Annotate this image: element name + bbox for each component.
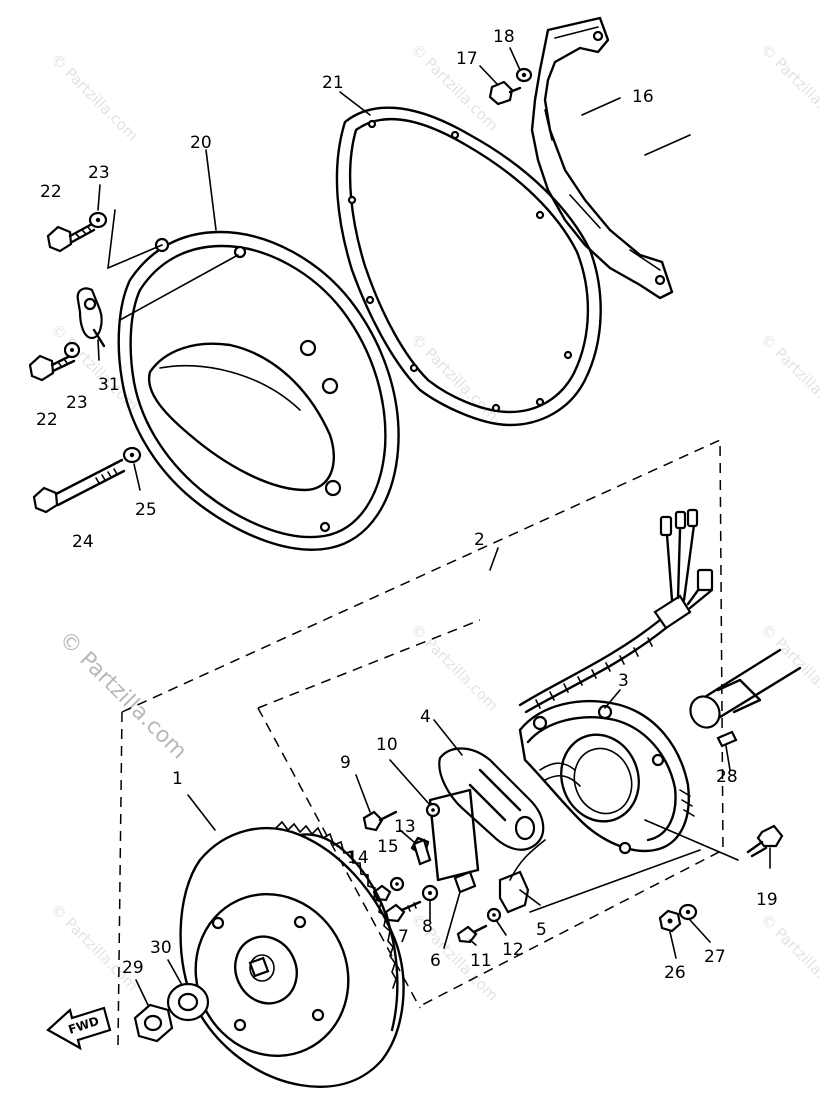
callout-8: 8 bbox=[422, 917, 433, 937]
callout-22-lower: 22 bbox=[36, 410, 58, 430]
watermark: © Partzilla.com bbox=[757, 620, 820, 715]
screw-11 bbox=[456, 924, 488, 944]
callout-21: 21 bbox=[322, 73, 344, 93]
wire-harness bbox=[518, 508, 714, 714]
screw-9 bbox=[362, 810, 398, 832]
callout-18: 18 bbox=[493, 27, 515, 47]
callout-labels: 18 17 16 21 20 23 22 31 23 22 25 24 2 3 … bbox=[36, 27, 778, 983]
callout-14: 14 bbox=[347, 848, 369, 868]
bolt-19 bbox=[746, 824, 784, 858]
washer-23-lower bbox=[63, 341, 81, 359]
callout-20: 20 bbox=[190, 133, 212, 153]
leader-lines bbox=[97, 47, 771, 1006]
washer-10 bbox=[425, 802, 441, 818]
washer-8 bbox=[421, 884, 439, 902]
callout-24: 24 bbox=[72, 532, 94, 552]
callout-22-upper: 22 bbox=[40, 182, 62, 202]
nut-29 bbox=[133, 1003, 174, 1043]
callout-3: 3 bbox=[618, 671, 629, 691]
callout-23-lower: 23 bbox=[66, 393, 88, 413]
crankshaft-end bbox=[689, 648, 802, 729]
charge-coil-4 bbox=[428, 747, 581, 882]
watermark: © Partzilla.com bbox=[757, 40, 820, 135]
gasket-21 bbox=[335, 106, 602, 427]
bolt-22-lower bbox=[28, 353, 76, 382]
washer-12 bbox=[486, 907, 502, 923]
assembly-2-outline bbox=[117, 438, 724, 1046]
watermark: © Partzilla.com bbox=[47, 900, 142, 995]
stator-base-3 bbox=[518, 699, 695, 855]
callout-15: 15 bbox=[377, 837, 399, 857]
washer-30 bbox=[166, 982, 210, 1022]
callout-25: 25 bbox=[135, 500, 157, 520]
clamp-31 bbox=[76, 287, 106, 348]
washer-25 bbox=[122, 446, 142, 464]
callout-7: 7 bbox=[398, 927, 409, 947]
callout-11: 11 bbox=[470, 951, 492, 971]
callout-9: 9 bbox=[340, 753, 351, 773]
callout-26: 26 bbox=[664, 963, 686, 983]
callout-4: 4 bbox=[420, 707, 431, 727]
callout-23-upper: 23 bbox=[88, 163, 110, 183]
fwd-arrow-icon: FWD bbox=[46, 1006, 112, 1051]
pulser-coil-5 bbox=[498, 839, 546, 914]
callout-16: 16 bbox=[632, 87, 654, 107]
bolt-24 bbox=[32, 458, 126, 514]
callout-1: 1 bbox=[172, 769, 183, 789]
callout-6: 6 bbox=[430, 951, 441, 971]
watermark: © Partzilla.com bbox=[407, 620, 502, 715]
callout-27: 27 bbox=[704, 947, 726, 967]
callout-30: 30 bbox=[150, 938, 172, 958]
washer-15 bbox=[389, 876, 405, 892]
bolt-17 bbox=[488, 80, 522, 106]
callout-31: 31 bbox=[98, 375, 120, 395]
callout-28: 28 bbox=[716, 767, 738, 787]
callout-17: 17 bbox=[456, 49, 478, 69]
watermark: © Partzilla.com bbox=[757, 910, 820, 1005]
clip-13 bbox=[412, 838, 432, 866]
washer-23-upper bbox=[88, 211, 108, 229]
watermark: © Partzilla.com bbox=[54, 627, 192, 765]
callout-12: 12 bbox=[502, 940, 524, 960]
callout-13: 13 bbox=[394, 817, 416, 837]
callout-5: 5 bbox=[536, 920, 547, 940]
callout-19: 19 bbox=[756, 890, 778, 910]
callout-29: 29 bbox=[122, 958, 144, 978]
washer-27 bbox=[678, 903, 698, 921]
watermark: © Partzilla.com bbox=[407, 40, 502, 135]
washer-18 bbox=[515, 67, 533, 83]
watermark: © Partzilla.com bbox=[757, 330, 820, 425]
gasket-16 bbox=[530, 16, 674, 300]
key-28 bbox=[716, 730, 738, 748]
bolt-22-upper bbox=[46, 222, 96, 253]
nut-26 bbox=[658, 909, 682, 933]
flywheel-cover-20 bbox=[117, 230, 400, 551]
callout-10: 10 bbox=[376, 735, 398, 755]
callout-2: 2 bbox=[474, 530, 485, 550]
watermark: © Partzilla.com bbox=[47, 50, 142, 145]
